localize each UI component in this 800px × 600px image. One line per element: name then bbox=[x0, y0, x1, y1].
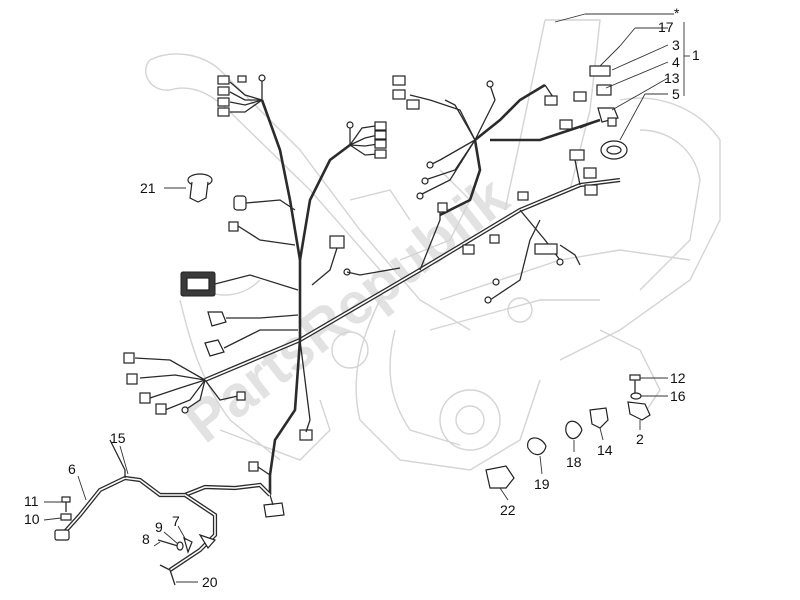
part-3-fuse bbox=[589, 65, 611, 77]
callout-2: 2 bbox=[636, 431, 644, 447]
loose-parts bbox=[60, 65, 651, 554]
callout-16: 16 bbox=[670, 388, 686, 404]
part-10-nut bbox=[60, 513, 72, 521]
callout-6: 6 bbox=[68, 461, 76, 477]
callout-14: 14 bbox=[597, 442, 613, 458]
main-harness bbox=[204, 83, 621, 495]
part-2-clip bbox=[627, 401, 651, 421]
part-7-clip bbox=[183, 536, 193, 554]
part-18-clamp bbox=[565, 420, 583, 433]
part-9-washer bbox=[176, 541, 184, 551]
callout-5: 5 bbox=[672, 86, 680, 102]
callout-13: 13 bbox=[664, 70, 680, 86]
connector-bundle-top-left bbox=[217, 74, 266, 117]
connector-bundle-right bbox=[437, 84, 601, 304]
part-16-washer bbox=[630, 392, 642, 400]
callout-11: 11 bbox=[24, 493, 39, 509]
part-19-clamp bbox=[527, 437, 547, 449]
leader-lines bbox=[43, 13, 690, 583]
callout-7: 7 bbox=[172, 513, 180, 529]
callout-19: 19 bbox=[534, 476, 550, 492]
part-12-screw bbox=[629, 374, 641, 395]
lower-branch bbox=[248, 339, 313, 518]
callout-17: 17 bbox=[658, 19, 674, 35]
callout-22: 22 bbox=[500, 502, 516, 518]
part-22-cover bbox=[485, 465, 515, 489]
callout-12: 12 bbox=[670, 370, 686, 386]
part-11-screw bbox=[61, 496, 71, 512]
connector-bundle-bottom-left bbox=[123, 352, 246, 415]
callout-labels: * 17 3 1 4 13 5 21 12 16 2 14 18 19 22 1… bbox=[24, 5, 700, 590]
connector-bundle-top-mid bbox=[392, 75, 496, 200]
left-side-modules bbox=[180, 195, 401, 357]
part-8-screw bbox=[157, 539, 179, 547]
callout-9: 9 bbox=[155, 519, 163, 535]
part-21-grommet bbox=[187, 173, 213, 203]
rear-harness bbox=[54, 439, 272, 586]
callout-15: 15 bbox=[110, 430, 126, 446]
callout-1: 1 bbox=[692, 47, 700, 63]
callout-8: 8 bbox=[142, 531, 150, 547]
callout-3: 3 bbox=[672, 37, 680, 53]
callout-21: 21 bbox=[140, 180, 156, 196]
part-4-fuse bbox=[596, 84, 612, 96]
watermark-text: PartsRepublik bbox=[173, 163, 521, 455]
callout-4: 4 bbox=[672, 54, 680, 70]
connector-bundle-upper-mid bbox=[346, 121, 387, 159]
callout-star: * bbox=[674, 5, 680, 21]
callout-18: 18 bbox=[566, 454, 582, 470]
callout-10: 10 bbox=[24, 511, 40, 527]
callout-20: 20 bbox=[202, 574, 218, 590]
part-14-holder bbox=[589, 407, 609, 429]
